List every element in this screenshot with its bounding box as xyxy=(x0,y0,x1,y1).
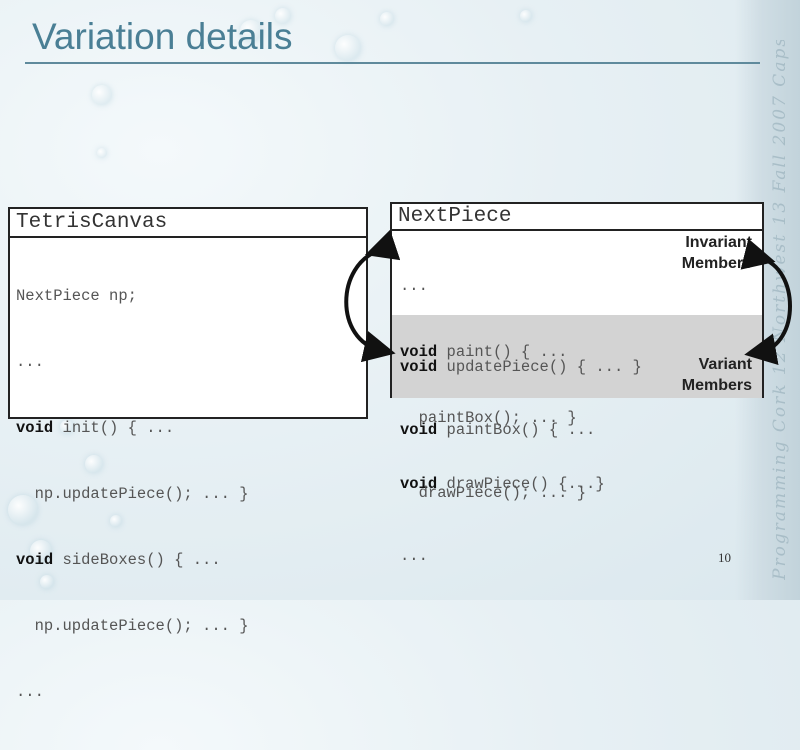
background-bubble xyxy=(335,35,361,61)
slide-number: 10 xyxy=(718,550,731,565)
right-connector-arrow xyxy=(740,238,792,365)
code-line: ... xyxy=(400,547,428,565)
code-line: void updatePiece() { ... } xyxy=(400,358,642,376)
code-line: void paintBox() { ... xyxy=(400,421,596,439)
background-bubble xyxy=(97,148,107,158)
invariant-members-label: Invariant Members xyxy=(681,234,752,272)
connector-arrows xyxy=(344,229,792,365)
background-bubble xyxy=(8,495,38,525)
background-bubble xyxy=(30,540,52,562)
code-line: ... xyxy=(16,353,44,371)
code-line: ... xyxy=(400,277,428,295)
variant-members-label: Variant Members xyxy=(681,356,752,394)
code-line: void init() { ... xyxy=(16,419,175,437)
background-bubble xyxy=(240,20,262,42)
tetris-canvas-box: TetrisCanvas NextPiece np; ... void init… xyxy=(8,207,368,701)
next-piece-invariant-code: ... void paint() { ... paintBox(); ... }… xyxy=(392,231,762,493)
next-piece-variant-code: void updatePiece() { ... } void paintBox… xyxy=(392,315,762,565)
background-bubble xyxy=(85,455,103,473)
code-line: void paint() { ... xyxy=(400,343,568,361)
background-bubble xyxy=(110,515,122,527)
code-line: drawPiece(); ... } xyxy=(400,484,587,502)
background-bubble xyxy=(520,10,532,22)
code-line: void drawPiece() {...} xyxy=(400,475,605,493)
code-line: np.updatePiece(); ... } xyxy=(16,485,249,503)
code-line: void sideBoxes() { ... xyxy=(16,551,221,569)
background-bubble xyxy=(40,575,54,589)
code-line: paintBox(); ... } xyxy=(400,409,577,427)
background-bubble xyxy=(92,85,112,105)
next-piece-header: NextPiece xyxy=(392,204,762,231)
title-underline xyxy=(25,62,760,64)
slide-title: Variation details xyxy=(32,16,293,57)
tetris-canvas-header: TetrisCanvas xyxy=(10,209,366,238)
background-bubble xyxy=(60,420,74,434)
left-connector-arrow xyxy=(344,229,401,363)
code-line: ... xyxy=(16,683,44,701)
background-bubble xyxy=(380,12,394,26)
next-piece-box: NextPiece ... void paint() { ... paintBo… xyxy=(390,202,764,565)
code-line: np.updatePiece(); ... } xyxy=(16,617,249,635)
background-bubble xyxy=(275,8,291,24)
code-line: NextPiece np; xyxy=(16,287,137,305)
